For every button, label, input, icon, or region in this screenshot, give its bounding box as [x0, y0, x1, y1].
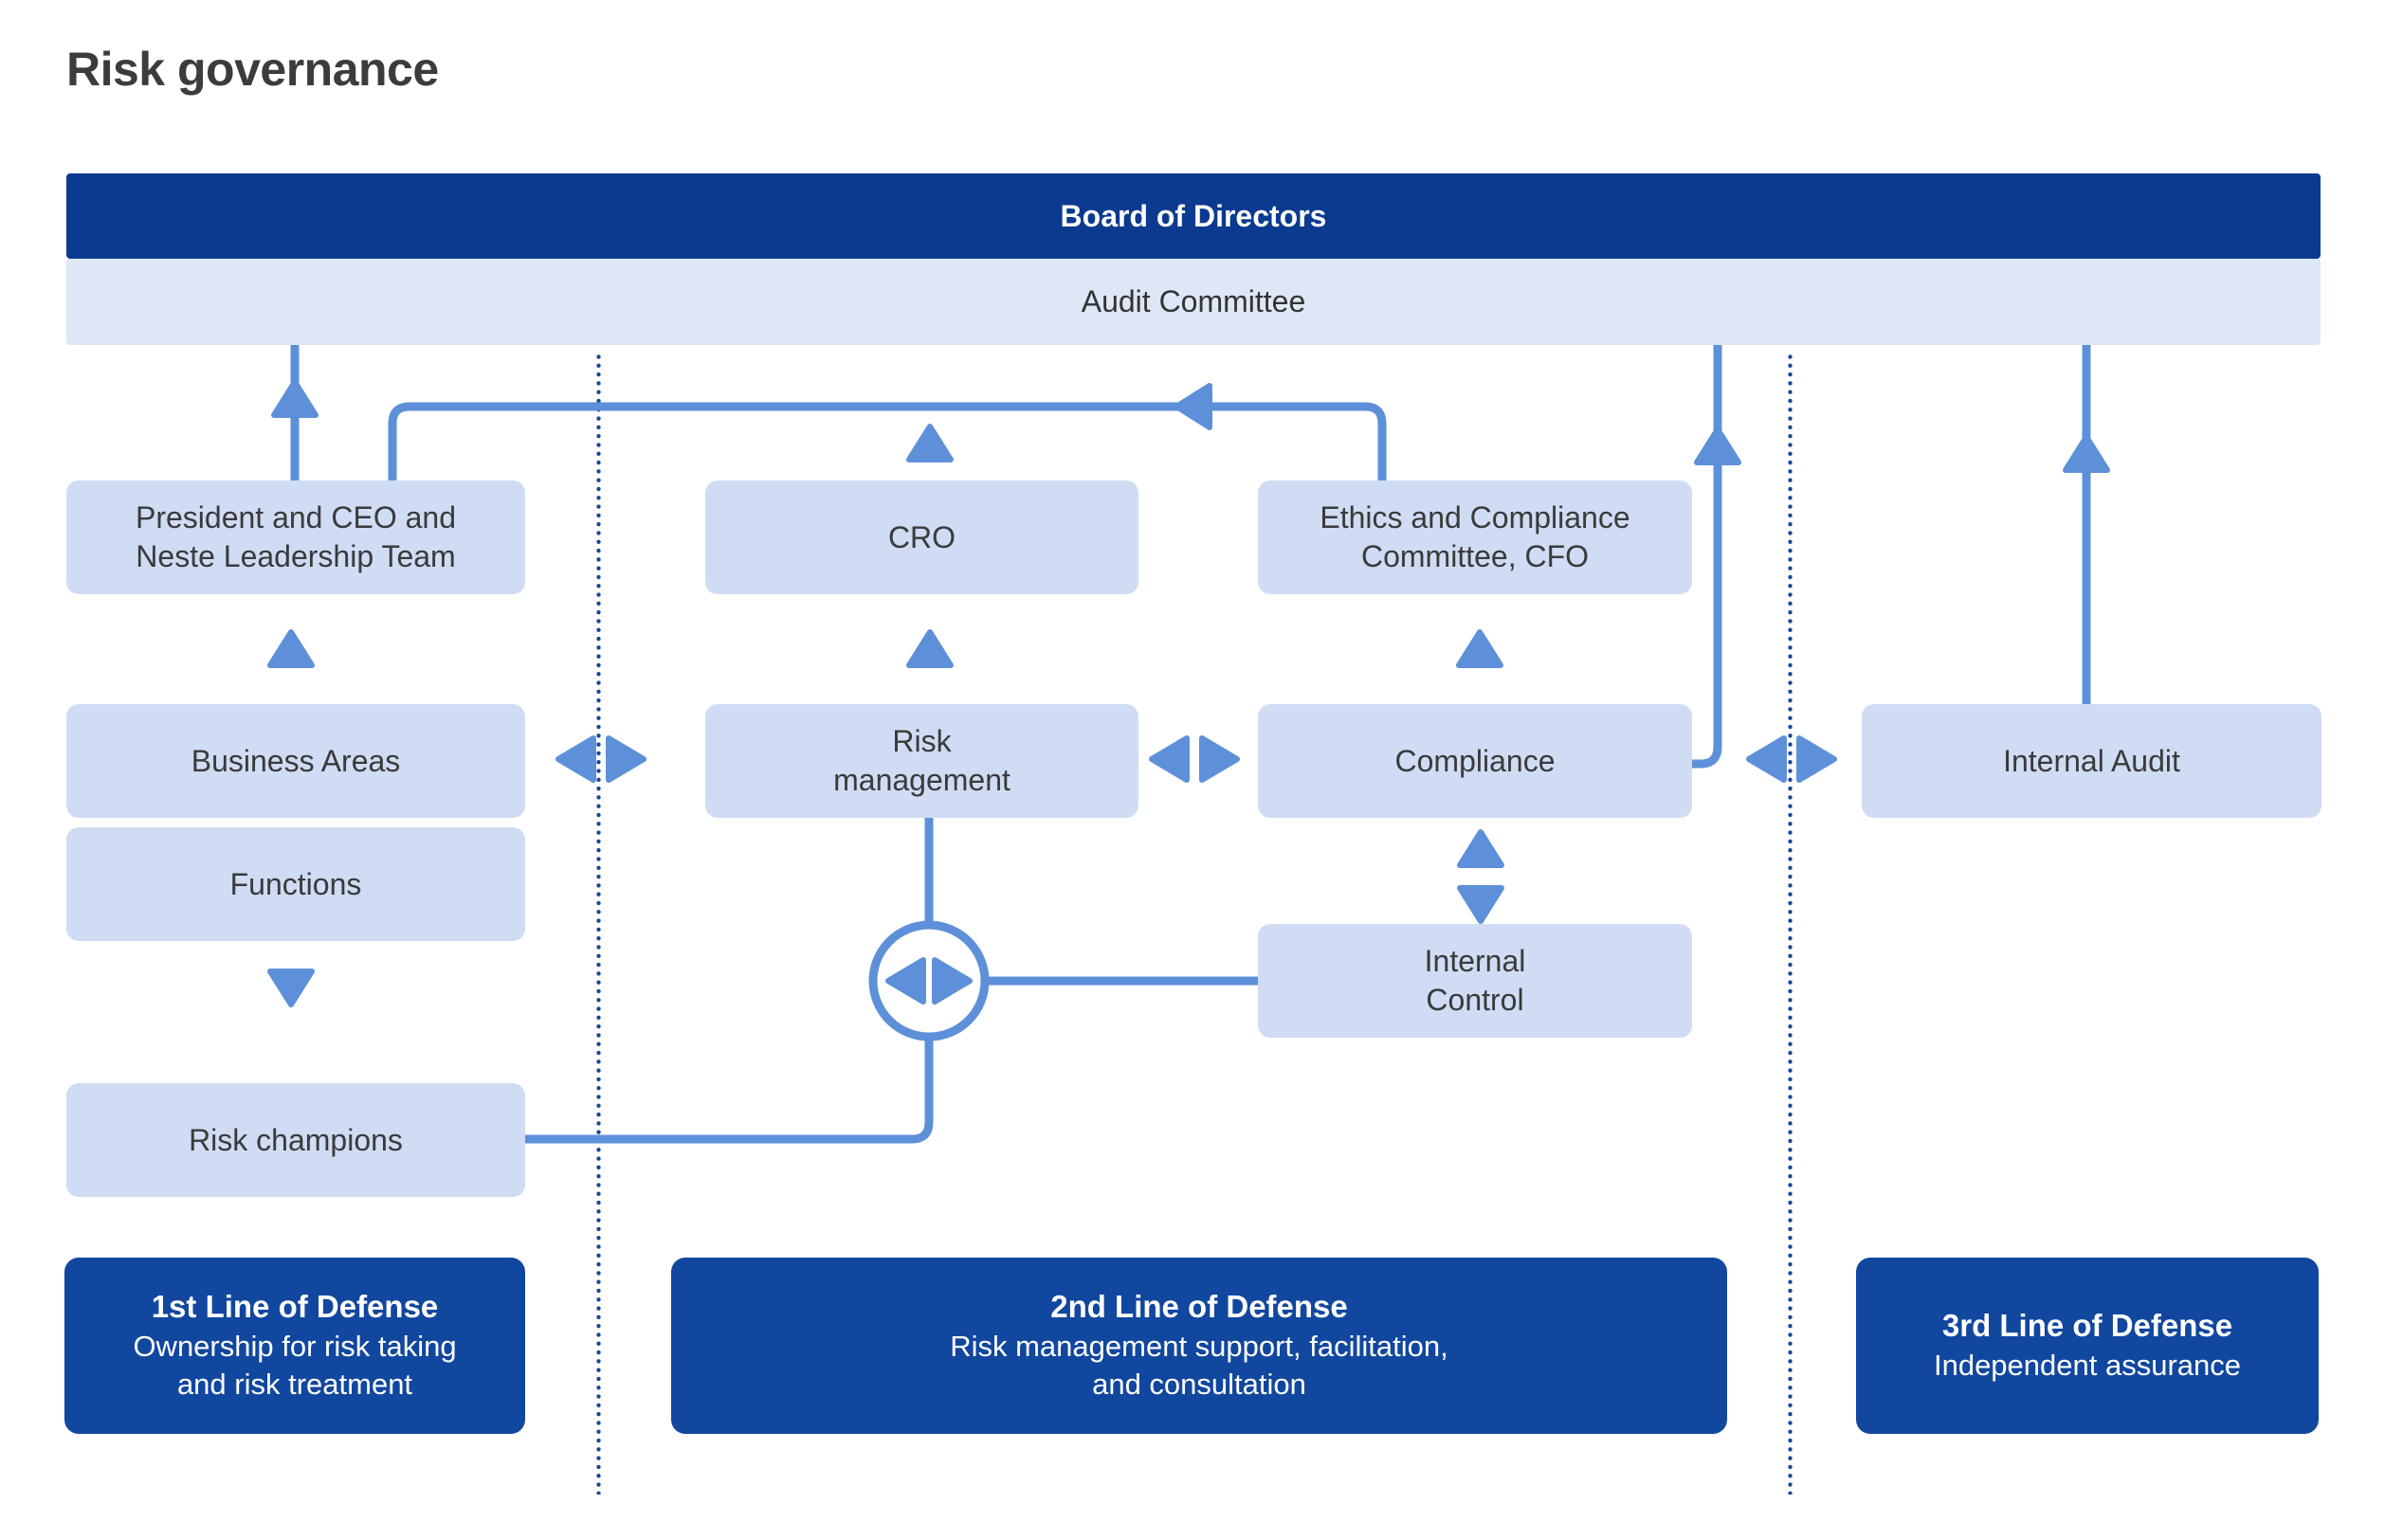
page-title: Risk governance: [66, 43, 439, 96]
arrow-up-internal-control-icon: [1457, 829, 1504, 868]
node-cro-label: CRO: [887, 519, 956, 554]
exchange-left-compliance-audit-icon: [1746, 735, 1787, 783]
audit-committee-label: Audit Committee: [1081, 284, 1306, 318]
line1-line2-divider: [596, 353, 601, 1495]
compliance-to-audit-committee-line: [1692, 345, 1722, 769]
arrow-up-business-to-ceo-icon: [267, 629, 315, 668]
ethics-to-ceo-elbow-line: [388, 402, 1387, 480]
first-line-of-defense-title: 1st Line of Defense: [151, 1289, 439, 1325]
node-risk-management-label: Risk management: [833, 724, 1010, 797]
hub-left-triangle-icon: [885, 957, 926, 1005]
first-line-of-defense-box: 1st Line of Defense Ownership for risk t…: [64, 1258, 525, 1434]
line2-line3-divider: [1788, 353, 1793, 1495]
exchange-right-business-riskmgmt-icon: [606, 735, 646, 783]
arrow-up-compliance-to-ethics-icon: [1456, 629, 1503, 668]
node-internal-audit: Internal Audit: [1862, 704, 2321, 818]
arrow-down-internal-control-icon: [1457, 885, 1504, 924]
node-internal-audit-label: Internal Audit: [2003, 743, 2180, 778]
exchange-right-compliance-audit-icon: [1796, 735, 1837, 783]
node-risk-champions: Risk champions: [66, 1083, 525, 1197]
second-line-of-defense-box: 2nd Line of Defense Risk management supp…: [671, 1258, 1727, 1434]
first-line-of-defense-description: Ownership for risk taking and risk treat…: [133, 1330, 457, 1402]
exchange-hub-circle: [868, 920, 990, 1042]
exchange-right-riskmgmt-compliance-icon: [1199, 735, 1240, 783]
node-business-areas-label: Business Areas: [191, 743, 401, 778]
node-ethics-compliance-committee: Ethics and Compliance Committee, CFO: [1258, 480, 1692, 594]
exchange-left-business-riskmgmt-icon: [555, 735, 596, 783]
hub-right-triangle-icon: [932, 957, 973, 1005]
third-line-of-defense-title: 3rd Line of Defense: [1941, 1308, 2233, 1344]
second-line-of-defense-description: Risk management support, facilitation, a…: [950, 1330, 1448, 1402]
arrow-up-cro-icon: [906, 424, 954, 462]
third-line-of-defense-description: Independent assurance: [1933, 1349, 2242, 1383]
node-ethics-compliance-committee-label: Ethics and Compliance Committee, CFO: [1320, 500, 1630, 573]
arrowhead-up-internal-audit-icon: [2063, 434, 2110, 473]
node-functions: Functions: [66, 827, 525, 941]
arrowhead-up-ceo-icon: [271, 379, 319, 418]
board-of-directors-label: Board of Directors: [1060, 198, 1327, 233]
node-compliance: Compliance: [1258, 704, 1692, 818]
arrow-up-riskmgmt-to-cro-icon: [906, 629, 954, 668]
node-cro: CRO: [705, 480, 1138, 594]
node-business-areas: Business Areas: [66, 704, 525, 818]
exchange-left-riskmgmt-compliance-icon: [1149, 735, 1190, 783]
node-compliance-label: Compliance: [1394, 743, 1556, 778]
arrowhead-left-to-ceo-icon: [1174, 383, 1212, 430]
arrow-down-functions-to-champions-icon: [267, 969, 315, 1007]
third-line-of-defense-box: 3rd Line of Defense Independent assuranc…: [1856, 1258, 2319, 1434]
node-risk-management: Risk management: [705, 704, 1138, 818]
arrowhead-up-compliance-icon: [1694, 426, 1741, 465]
risk-champions-to-hub-line: [525, 1039, 934, 1144]
audit-committee-bar: Audit Committee: [66, 259, 2321, 345]
node-risk-champions-label: Risk champions: [189, 1122, 403, 1157]
node-internal-control-label: Internal Control: [1424, 944, 1526, 1017]
node-functions-label: Functions: [229, 866, 362, 901]
board-of-directors-bar: Board of Directors: [66, 173, 2321, 259]
node-internal-control: Internal Control: [1258, 924, 1692, 1038]
node-president-ceo-label: President and CEO and Neste Leadership T…: [136, 500, 456, 573]
node-president-ceo: President and CEO and Neste Leadership T…: [66, 480, 525, 594]
second-line-of-defense-title: 2nd Line of Defense: [1050, 1289, 1348, 1325]
